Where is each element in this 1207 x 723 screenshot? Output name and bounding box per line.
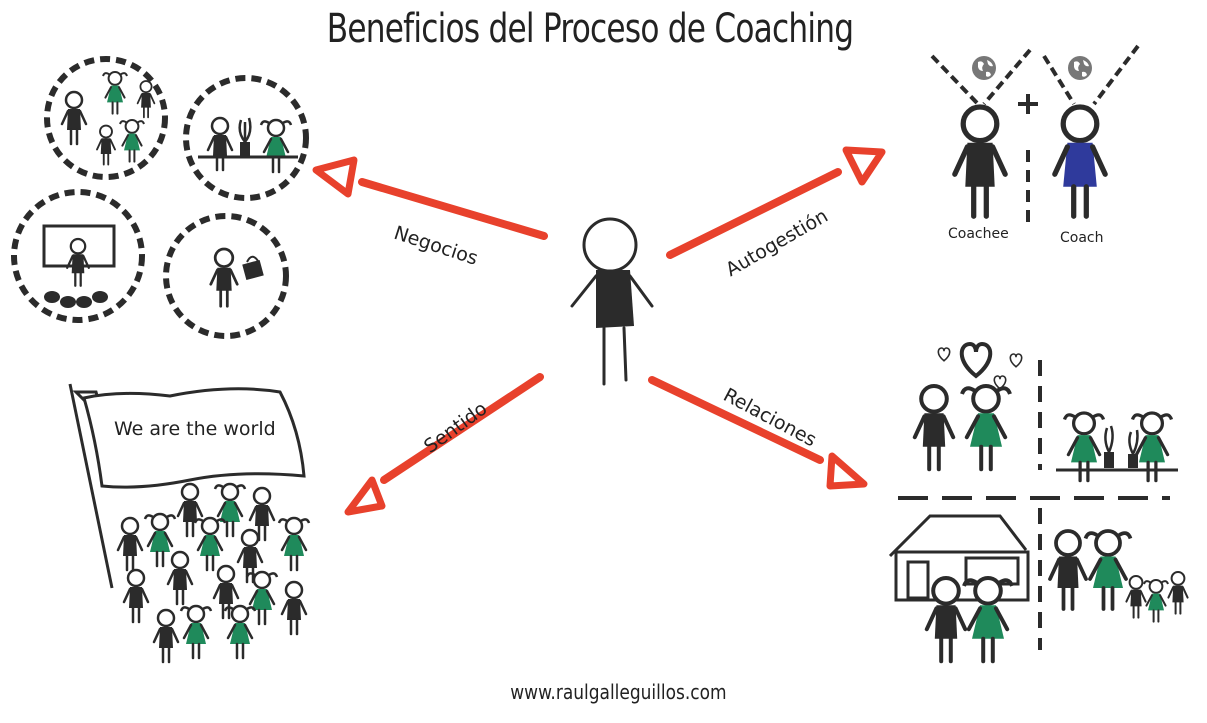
- globe-icon: [972, 56, 996, 80]
- relaciones-scene: [888, 342, 1189, 661]
- globe-icon: [1068, 56, 1092, 80]
- coachee-label: Coachee: [948, 226, 1009, 242]
- shopping-bag-icon: [242, 255, 264, 281]
- plant-icon: [1104, 425, 1139, 468]
- page-title: Beneficios del Proceso de Coaching: [326, 6, 854, 52]
- heart-icon: [937, 347, 951, 362]
- arrow-autogestion: [666, 146, 886, 259]
- footer-url: www.raulgalleguillos.com: [510, 680, 727, 704]
- coach-label: Coach: [1060, 230, 1104, 246]
- autogestion-scene: [930, 44, 1140, 228]
- house-icon: [888, 514, 1030, 602]
- sentido-scene: [68, 383, 311, 664]
- plant-icon: [238, 117, 252, 156]
- heart-icon: [1009, 353, 1023, 368]
- flag-icon: [68, 383, 306, 589]
- arrow-relaciones: [648, 376, 868, 490]
- flag-text: We are the world: [114, 418, 276, 440]
- arrow-negocios: [312, 156, 548, 240]
- central-coachee-figure: [570, 217, 654, 386]
- arrow-sentido: [344, 373, 544, 516]
- negocios-cluster: [11, 56, 309, 339]
- heart-icon: [959, 342, 993, 378]
